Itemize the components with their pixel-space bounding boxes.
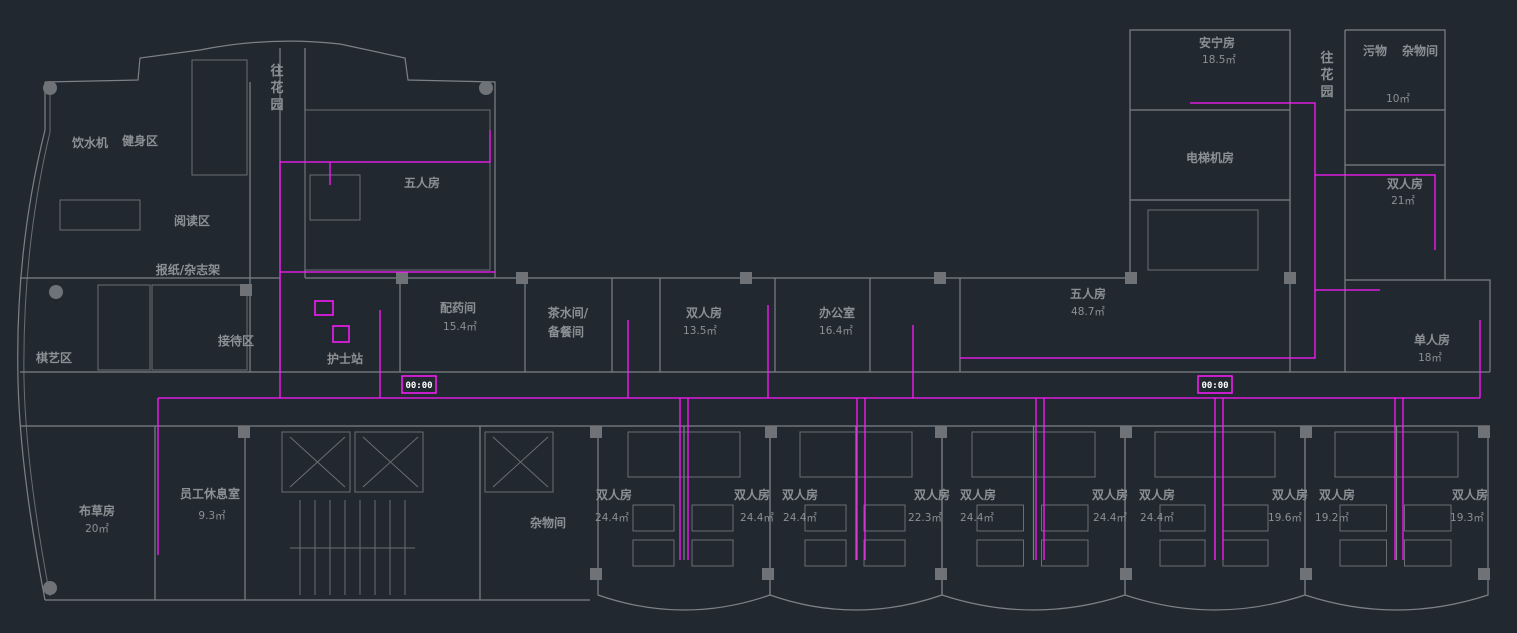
bed	[691, 504, 734, 532]
area-bottom-room: 19.6㎡	[1268, 512, 1302, 524]
label-double-21: 双人房	[1387, 176, 1423, 191]
area-storage-top: 10㎡	[1386, 93, 1410, 105]
label-garden-left-2: 花	[270, 80, 283, 96]
label-single: 单人房	[1414, 332, 1450, 347]
label-garden-right-2: 花	[1320, 67, 1333, 83]
bed	[1404, 504, 1452, 532]
area-bottom-room: 19.3㎡	[1450, 512, 1484, 524]
area-bottom-room: 24.4㎡	[740, 512, 774, 524]
label-bottom-room: 双人房	[1092, 487, 1128, 502]
label-pantry-2: 备餐间	[547, 324, 584, 339]
area-pharmacy: 15.4㎡	[443, 321, 477, 333]
clock-left: 00:00	[401, 375, 437, 394]
bathroom-block	[627, 431, 741, 478]
bed	[691, 539, 734, 567]
label-bottom-room: 双人房	[596, 487, 632, 502]
area-bottom-room: 24.4㎡	[783, 512, 817, 524]
label-pharmacy: 配药间	[440, 300, 476, 315]
area-hospice: 18.5㎡	[1202, 54, 1236, 66]
area-five-bed-right: 48.7㎡	[1071, 306, 1105, 318]
label-double-135: 双人房	[686, 305, 722, 320]
label-fitness: 健身区	[122, 133, 158, 148]
bed	[863, 504, 906, 532]
clock-right-text: 00:00	[1201, 381, 1228, 391]
label-reading: 阅读区	[174, 213, 210, 228]
bed	[1339, 539, 1387, 567]
label-bottom-room: 双人房	[914, 487, 950, 502]
bed	[804, 504, 847, 532]
area-bottom-room: 24.4㎡	[1093, 512, 1127, 524]
bathroom-block	[799, 431, 913, 478]
bathroom-block	[971, 431, 1096, 478]
label-bottom-room: 双人房	[734, 487, 770, 502]
label-newspaper-rack: 报纸/杂志架	[156, 262, 220, 277]
bed	[1222, 539, 1269, 567]
area-staff-rest: 9.3㎡	[198, 510, 226, 522]
area-double-135: 13.5㎡	[683, 325, 717, 337]
room-bay	[1304, 426, 1489, 611]
bed	[804, 539, 847, 567]
bathroom-block	[1334, 431, 1459, 478]
label-chess: 棋艺区	[36, 350, 72, 365]
bed	[1222, 504, 1269, 532]
label-nurse-station: 护士站	[327, 351, 363, 366]
bed	[976, 504, 1024, 532]
bed	[1041, 539, 1089, 567]
room-bay	[941, 426, 1126, 611]
label-bottom-room: 双人房	[1272, 487, 1308, 502]
label-bottom-room: 双人房	[1452, 487, 1488, 502]
bed	[1159, 539, 1206, 567]
walls	[17, 29, 1491, 611]
label-five-bed-left: 五人房	[404, 175, 440, 190]
room-bay	[597, 426, 771, 611]
label-dirty: 污物	[1363, 43, 1387, 58]
label-reception: 接待区	[218, 333, 254, 348]
label-staff-rest: 员工休息室	[180, 486, 240, 501]
bed	[632, 539, 675, 567]
area-bottom-room: 22.3㎡	[908, 512, 942, 524]
bed	[1339, 504, 1387, 532]
bed	[976, 539, 1024, 567]
room-labels: 饮水机 健身区 阅读区 报纸/杂志架 棋艺区 接待区 往 花 园 往 花 园 五…	[36, 35, 1450, 535]
label-elevator-machine: 电梯机房	[1186, 150, 1234, 165]
label-storage-bottom: 杂物间	[530, 515, 566, 530]
bed	[1404, 539, 1452, 567]
label-bottom-room: 双人房	[960, 487, 996, 502]
label-garden-left-1: 往	[270, 63, 283, 79]
pipework	[157, 102, 1481, 560]
bed	[632, 504, 675, 532]
bed	[1159, 504, 1206, 532]
area-office: 16.4㎡	[819, 325, 853, 337]
bed	[863, 539, 906, 567]
clock-left-text: 00:00	[405, 381, 432, 391]
area-single: 18㎡	[1418, 352, 1442, 364]
label-pantry-1: 茶水间/	[547, 305, 589, 320]
label-office: 办公室	[819, 305, 855, 320]
label-linen: 布草房	[79, 503, 115, 518]
label-bottom-room: 双人房	[1319, 487, 1355, 502]
label-garden-right-1: 往	[1320, 50, 1333, 66]
area-bottom-room: 24.4㎡	[960, 512, 994, 524]
clock-right: 00:00	[1197, 375, 1233, 394]
bed	[1041, 504, 1089, 532]
label-water-dispenser: 饮水机	[71, 135, 108, 150]
label-five-bed-right: 五人房	[1070, 286, 1106, 301]
area-linen: 20㎡	[85, 523, 109, 535]
area-double-21: 21㎡	[1391, 195, 1415, 207]
label-storage-top: 杂物间	[1402, 43, 1438, 58]
bottom-room-labels: 双人房24.4㎡双人房24.4㎡双人房24.4㎡双人房22.3㎡双人房24.4㎡…	[595, 487, 1488, 524]
area-bottom-room: 19.2㎡	[1315, 512, 1349, 524]
label-hospice: 安宁房	[1199, 35, 1235, 50]
room-bay	[769, 426, 943, 611]
area-bottom-room: 24.4㎡	[595, 512, 629, 524]
label-bottom-room: 双人房	[1139, 487, 1175, 502]
area-bottom-room: 24.4㎡	[1140, 512, 1174, 524]
label-garden-right-3: 园	[1320, 85, 1333, 100]
label-garden-left-3: 园	[270, 98, 283, 113]
label-bottom-room: 双人房	[782, 487, 818, 502]
